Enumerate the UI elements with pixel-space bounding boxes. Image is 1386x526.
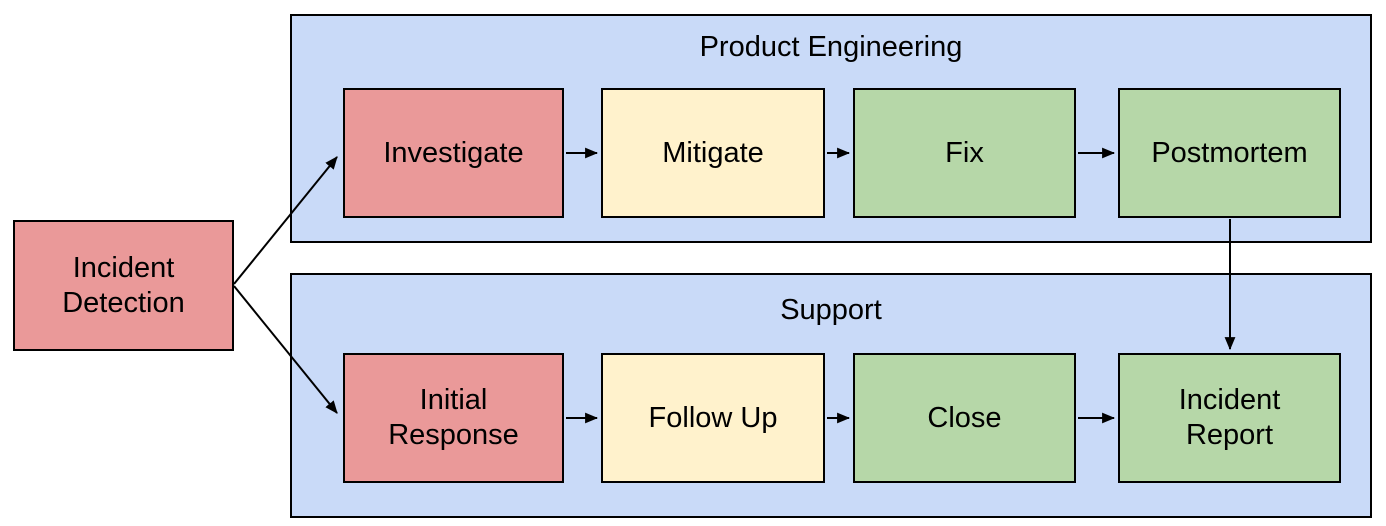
node-fix: Fix (853, 88, 1076, 218)
node-initial-response: Initial Response (343, 353, 564, 483)
node-incident-detection-label-line1: Incident (72, 251, 175, 284)
lane-support-title: Support (780, 294, 882, 326)
node-fix-label: Fix (945, 136, 984, 169)
lane-product-engineering-title: Product Engineering (699, 31, 963, 63)
node-postmortem: Postmortem (1118, 88, 1341, 218)
node-follow-up: Follow Up (601, 353, 825, 483)
node-follow-up-label: Follow Up (648, 401, 778, 434)
node-postmortem-label: Postmortem (1151, 136, 1308, 169)
node-incident-report: Incident Report (1118, 353, 1341, 483)
node-incident-report-label-line2: Report (1185, 419, 1274, 451)
node-mitigate: Mitigate (601, 88, 825, 218)
node-mitigate-label: Mitigate (662, 136, 764, 169)
node-investigate-label: Investigate (383, 136, 524, 169)
node-close-label: Close (927, 401, 1002, 434)
node-initial-response-label-line1: Initial (419, 384, 488, 416)
node-incident-detection: Incident Detection (13, 220, 234, 351)
node-investigate: Investigate (343, 88, 564, 218)
node-initial-response-label-line2: Response (388, 419, 519, 451)
node-close: Close (853, 353, 1076, 483)
node-incident-report-label-line1: Incident (1178, 384, 1281, 416)
node-incident-detection-label-line2: Detection (62, 286, 185, 319)
